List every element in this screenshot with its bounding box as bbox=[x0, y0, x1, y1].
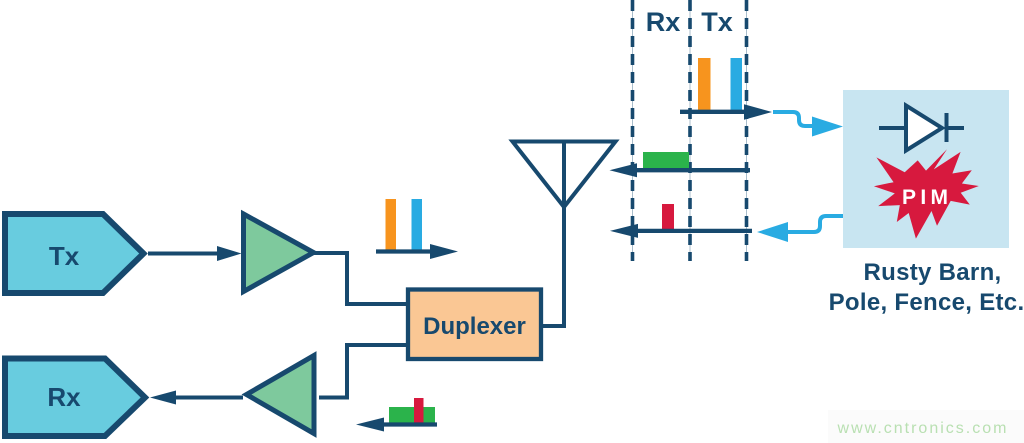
svg-text:Tx: Tx bbox=[701, 7, 733, 37]
svg-text:Rx: Rx bbox=[646, 7, 681, 37]
svg-text:Pole, Fence, Etc.: Pole, Fence, Etc. bbox=[829, 289, 1024, 316]
svg-text:Rx: Rx bbox=[47, 382, 81, 412]
svg-text:PIM: PIM bbox=[902, 186, 948, 209]
svg-text:Duplexer: Duplexer bbox=[423, 313, 526, 340]
svg-text:www.cntronics.com: www.cntronics.com bbox=[837, 420, 1009, 437]
svg-text:Tx: Tx bbox=[49, 241, 80, 271]
svg-text:Rusty Barn,: Rusty Barn, bbox=[864, 259, 1002, 286]
